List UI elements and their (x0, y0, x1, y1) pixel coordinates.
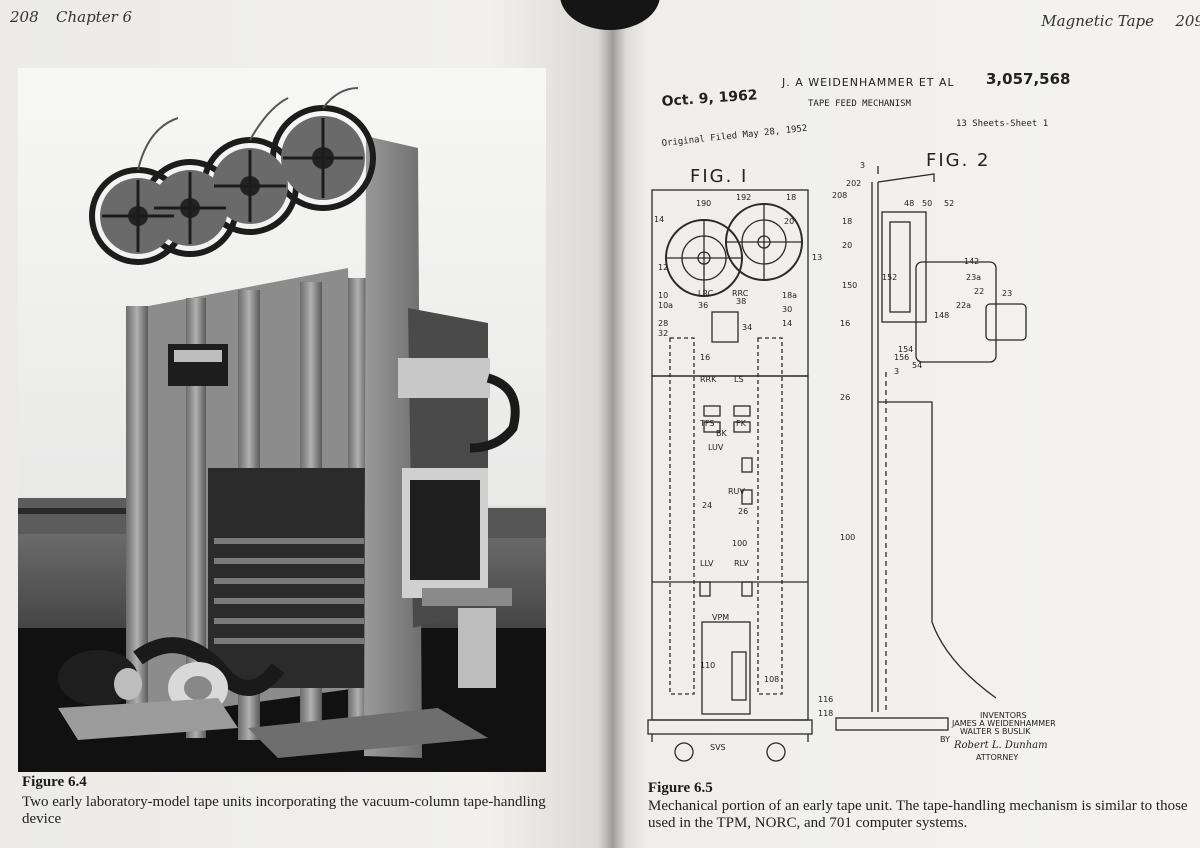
fig2-label-52: 52 (944, 199, 954, 208)
left-running-head: Chapter 6 (56, 8, 133, 26)
inventor-1: JAMES A WEIDENHAMMER (951, 719, 1056, 728)
patent-number: 3,057,568 (986, 70, 1070, 88)
fig2-label-26: 26 (840, 393, 850, 402)
fig1-label-100: 100 (732, 539, 747, 548)
patent-filed: Original Filed May 28, 1952 (661, 124, 808, 149)
fig1-label-rrk: RRK (700, 375, 717, 384)
fig1-label-108: 108 (764, 675, 779, 684)
patent-inventors-header: J. A WEIDENHAMMER ET AL (781, 76, 955, 89)
fig2-label-54: 54 (912, 361, 922, 370)
fig1-label-14: 14 (654, 215, 664, 224)
fig1-label-luv: LUV (708, 443, 724, 452)
fig1-label-10: 10 (658, 291, 668, 300)
fig2-label-208: 208 (832, 191, 847, 200)
fig-2-title: FIG. 2 (926, 150, 991, 171)
fig2-label-23a: 23a (966, 273, 981, 282)
fig-1-drawing (647, 189, 813, 762)
fig2-label-22a: 22a (956, 301, 971, 310)
attorney-signature: Robert L. Dunham (953, 740, 1048, 751)
fig1-label-34: 34 (742, 323, 752, 332)
attorney-label: ATTORNEY (976, 753, 1018, 762)
fig1-label-32: 32 (658, 329, 668, 338)
fig2-label-152: 152 (882, 273, 897, 282)
fig1-label-rlv: RLV (734, 559, 749, 568)
fig1-label-192: 192 (736, 193, 751, 202)
fig1-label-20: 20 (784, 217, 794, 226)
fig2-label-154: 154 (898, 345, 913, 354)
fig2-label-116: 116 (818, 695, 833, 704)
fig2-label-20: 20 (842, 241, 852, 250)
fig1-label-18: 18 (786, 193, 796, 202)
fig2-label-18: 18 (842, 217, 852, 226)
patent-title: TAPE FEED MECHANISM (808, 99, 912, 109)
fig1-label-28: 28 (658, 319, 668, 328)
fig1-label-svs: SVS (710, 743, 726, 752)
fig1-label-14b: 14 (782, 319, 792, 328)
figure-6-5-caption: Mechanical portion of an early tape unit… (648, 798, 1188, 831)
fig1-label-13: 13 (812, 253, 822, 262)
fig-2-drawing (835, 166, 1027, 731)
figure-6-5-label: Figure 6.5 (648, 780, 713, 796)
fig-1-title: FIG. I (690, 166, 748, 187)
fig2-label-48: 48 (904, 199, 914, 208)
fig1-label-10a: 10a (658, 301, 673, 310)
inventor-2: WALTER S BUSLIK (960, 727, 1031, 736)
book-gutter-shadow (598, 0, 626, 848)
patent-drawing: Oct. 9, 1962 J. A WEIDENHAMMER ET AL 3,0… (647, 70, 1070, 762)
fig2-label-3b: 3 (894, 367, 899, 376)
fig2-label-156: 156 (894, 353, 909, 362)
fig2-label-23: 23 (1002, 289, 1012, 298)
right-page: Magnetic Tape 209 (612, 0, 1200, 848)
fig2-label-3: 3 (860, 161, 865, 170)
fig1-label-vpm: VPM (712, 613, 729, 622)
fig1-label-12: 12 (658, 263, 668, 272)
figure-6-4-label: Figure 6.4 (22, 774, 87, 790)
inventors-label: INVENTORS (980, 711, 1027, 720)
tape-units-photo (18, 68, 546, 772)
fig1-label-16: 16 (700, 353, 710, 362)
figure-6-4-caption: Two early laboratory-model tape units in… (22, 794, 546, 827)
by-label: BY (940, 735, 950, 744)
fig2-label-50: 50 (922, 199, 932, 208)
fig1-label-24: 24 (702, 501, 712, 510)
fig1-label-fk: FK (736, 419, 747, 428)
patent-date: Oct. 9, 1962 (661, 87, 758, 110)
fig1-label-bk: BK (716, 429, 727, 438)
fig2-label-150: 150 (842, 281, 857, 290)
fig1-label-110: 110 (700, 661, 715, 670)
fig2-label-202: 202 (846, 179, 861, 188)
left-page: 208 Chapter 6 (0, 0, 612, 848)
fig2-label-148: 148 (934, 311, 949, 320)
fig1-label-36: 36 (698, 301, 708, 310)
fig1-label-ruv: RUV (728, 487, 745, 496)
fig1-label-lrc: LRC (698, 289, 714, 298)
fig2-label-142: 142 (964, 257, 979, 266)
fig1-label-30: 30 (782, 305, 792, 314)
fig1-label-190: 190 (696, 199, 711, 208)
fig1-label-18a: 18a (782, 291, 797, 300)
fig2-label-100: 100 (840, 533, 855, 542)
right-running-head: Magnetic Tape (1041, 12, 1154, 30)
right-page-number: 209 (1175, 12, 1200, 30)
fig2-label-22: 22 (974, 287, 984, 296)
fig1-label-26: 26 (738, 507, 748, 516)
fig1-label-38: 38 (736, 297, 746, 306)
patent-sheets: 13 Sheets-Sheet 1 (956, 119, 1048, 129)
fig1-label-tfs: TFS (699, 419, 714, 428)
fig1-label-llv: LLV (700, 559, 714, 568)
left-page-number: 208 (10, 8, 39, 26)
fig1-label-ls: LS (734, 375, 744, 384)
fig1-label-rrc: RRC (732, 289, 749, 298)
fig2-label-118: 118 (818, 709, 833, 718)
fig2-label-16: 16 (840, 319, 850, 328)
